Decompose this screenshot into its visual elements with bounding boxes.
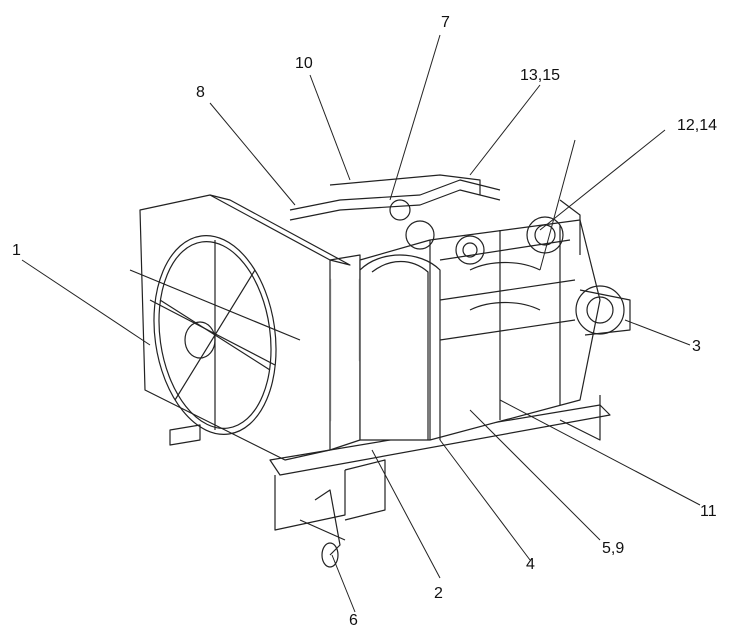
intake-pipes <box>289 174 581 440</box>
callout-7: 7 <box>441 14 450 31</box>
callout-6: 6 <box>349 612 358 629</box>
callout-12-14: 12,14 <box>677 117 718 134</box>
callout-2: 2 <box>434 585 443 602</box>
engine-block <box>359 216 631 441</box>
callout-10: 10 <box>295 55 313 72</box>
callout-5-9: 5,9 <box>602 540 625 557</box>
callout-11: 11 <box>700 503 717 520</box>
pedal-linkage <box>299 489 346 568</box>
fan-ring <box>153 235 277 435</box>
callout-3: 3 <box>692 338 701 355</box>
leader-lines <box>21 34 701 613</box>
callout-1: 1 <box>12 242 21 259</box>
callout-8: 8 <box>196 84 205 101</box>
callout-13-15: 13,15 <box>520 67 561 84</box>
callout-4: 4 <box>526 556 535 573</box>
